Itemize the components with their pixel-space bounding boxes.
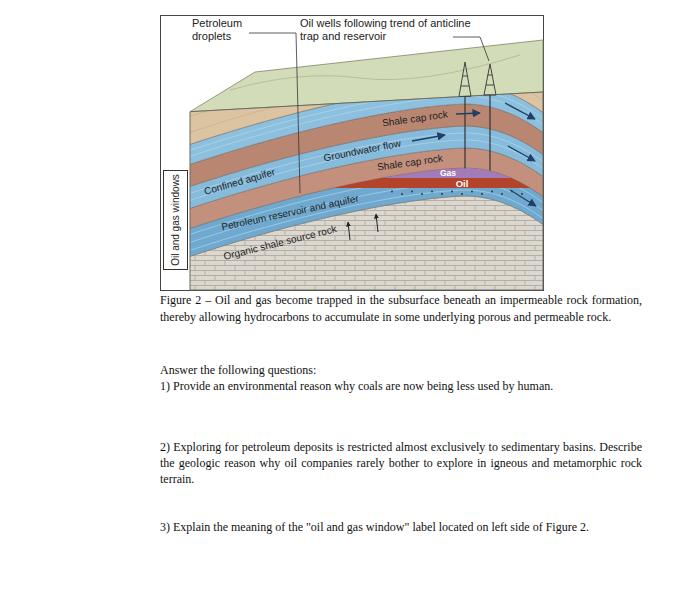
petroleum-droplet bbox=[421, 193, 423, 195]
petroleum-droplet bbox=[391, 191, 393, 193]
petroleum-droplet bbox=[401, 193, 403, 195]
petroleum-droplet bbox=[451, 191, 453, 193]
petroleum-droplet bbox=[431, 191, 433, 193]
layer-stripe bbox=[185, 182, 550, 244]
layer-label: Shale cap rock bbox=[381, 108, 448, 129]
leader-line bbox=[249, 33, 489, 193]
upper-strata bbox=[185, 0, 550, 146]
migration-arrow bbox=[348, 214, 378, 240]
petroleum-droplet bbox=[471, 191, 473, 193]
wells-label: Oil wells following trend of anticline t… bbox=[300, 17, 478, 43]
reservoir-label: Petroleum reservoir and aquifer bbox=[220, 193, 360, 234]
petroleum-droplet bbox=[491, 191, 493, 193]
question-text: 3) Explain the meaning of the "oil and g… bbox=[160, 519, 642, 535]
petroleum-droplet bbox=[461, 193, 463, 195]
gas-label: Gas bbox=[440, 168, 456, 179]
layer-stripe bbox=[185, 190, 550, 252]
oil-derrick bbox=[459, 62, 496, 96]
surface-contour bbox=[230, 55, 520, 90]
question-text: 1) Provide an environmental reason why c… bbox=[160, 378, 642, 394]
question-text: 2) Exploring for petroleum deposits is r… bbox=[160, 439, 642, 487]
petroleum-droplet bbox=[441, 193, 443, 195]
oil-accumulation bbox=[335, 168, 530, 188]
block-outline bbox=[190, 92, 543, 290]
petroleum-droplet bbox=[521, 193, 523, 195]
well-bore bbox=[465, 95, 490, 171]
layer-stripe bbox=[185, 72, 550, 134]
window-bracket bbox=[164, 171, 188, 270]
layer-stripe bbox=[185, 36, 550, 98]
droplet-label: Petroleum droplets bbox=[192, 17, 252, 43]
instruction-text: Answer the following questions: bbox=[160, 362, 642, 378]
window-label: Oil and gas windows bbox=[170, 172, 182, 268]
petroleum-droplet bbox=[481, 193, 483, 195]
layer-label: Shale cap rock bbox=[376, 152, 443, 173]
aquifer-label: Confined aquifer bbox=[203, 166, 277, 198]
petroleum-droplet bbox=[501, 193, 503, 195]
petroleum-droplet bbox=[411, 191, 413, 193]
rock-layers bbox=[185, 0, 550, 398]
oil-label: Oil bbox=[456, 178, 469, 190]
figure-caption: Figure 2 – Oil and gas become trapped in… bbox=[160, 292, 642, 326]
